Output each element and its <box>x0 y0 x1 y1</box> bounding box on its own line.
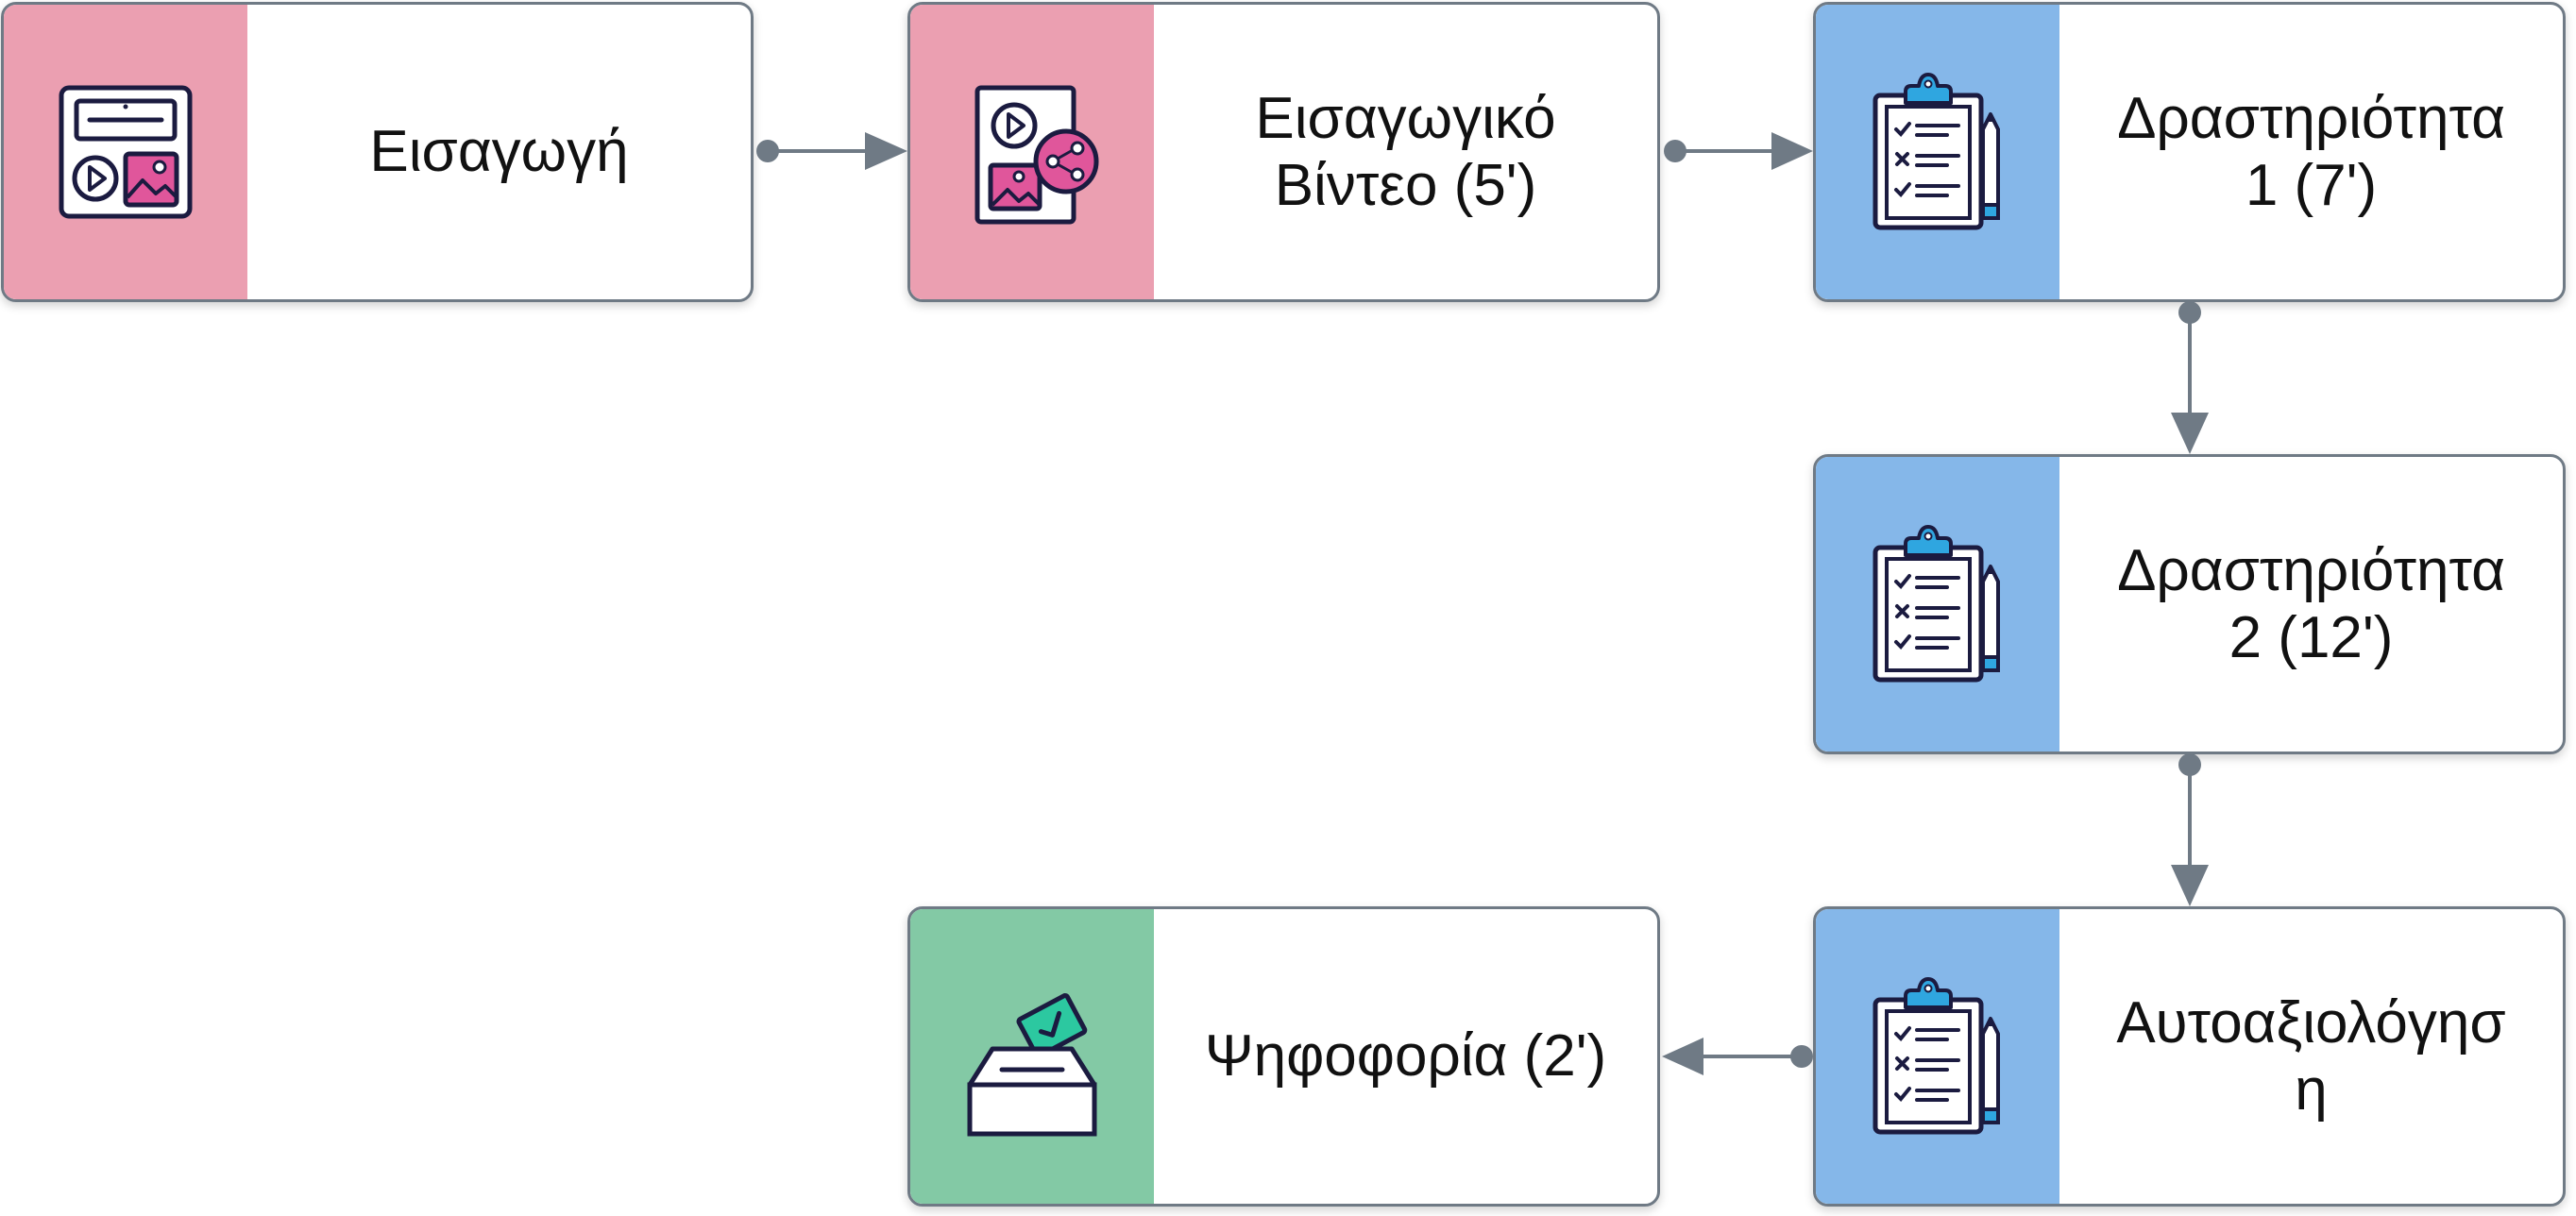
node-vote-label: Ψηφοφορία (2') <box>1204 1023 1607 1089</box>
node-self-assessment-label: Αυτοαξιολόγησ η <box>2116 989 2506 1123</box>
node-activity-1[interactable]: Δραστηριότητα 1 (7') <box>1813 2 2566 302</box>
clipboard-pencil-icon <box>1873 977 2000 1135</box>
node-intro-label: Εισαγωγή <box>369 119 629 185</box>
node-activity-2[interactable]: Δραστηριότητα 2 (12') <box>1813 454 2566 754</box>
node-activity-2-label: Δραστηριότητα 2 (12') <box>2117 537 2505 670</box>
node-activity-1-label: Δραστηριότητα 1 (7') <box>2117 85 2505 218</box>
node-vote[interactable]: Ψηφοφορία (2') <box>907 906 1660 1207</box>
media-layout-icon <box>59 85 193 219</box>
edge-activity-2-to-self-assessment <box>2171 753 2209 906</box>
edge-intro-to-video <box>756 132 907 170</box>
arrow-head <box>865 132 907 170</box>
node-activity-2-strip <box>1816 457 2059 752</box>
edge-self-assessment-to-vote <box>1662 1038 1813 1075</box>
video-share-icon <box>974 85 1099 225</box>
node-video[interactable]: Εισαγωγικό Βίντεο (5') <box>907 2 1660 302</box>
node-intro[interactable]: Εισαγωγή <box>1 2 754 302</box>
arrow-head <box>1771 132 1813 170</box>
node-self-assessment[interactable]: Αυτοαξιολόγησ η <box>1813 906 2566 1207</box>
arrow-head <box>2171 413 2209 454</box>
node-video-strip <box>910 5 1154 299</box>
arrow-head <box>2171 865 2209 906</box>
node-activity-1-strip <box>1816 5 2059 299</box>
node-self-assessment-strip <box>1816 909 2059 1204</box>
edge-activity-1-to-activity-2 <box>2171 301 2209 454</box>
node-video-label: Εισαγωγικό Βίντεο (5') <box>1255 85 1556 218</box>
edge-video-to-activity-1 <box>1664 132 1813 170</box>
node-vote-strip <box>910 909 1154 1204</box>
clipboard-pencil-icon <box>1873 73 2000 230</box>
clipboard-pencil-icon <box>1873 525 2000 683</box>
node-intro-strip <box>4 5 247 299</box>
ballot-box-icon <box>967 993 1097 1137</box>
arrow-head <box>1662 1038 1703 1075</box>
